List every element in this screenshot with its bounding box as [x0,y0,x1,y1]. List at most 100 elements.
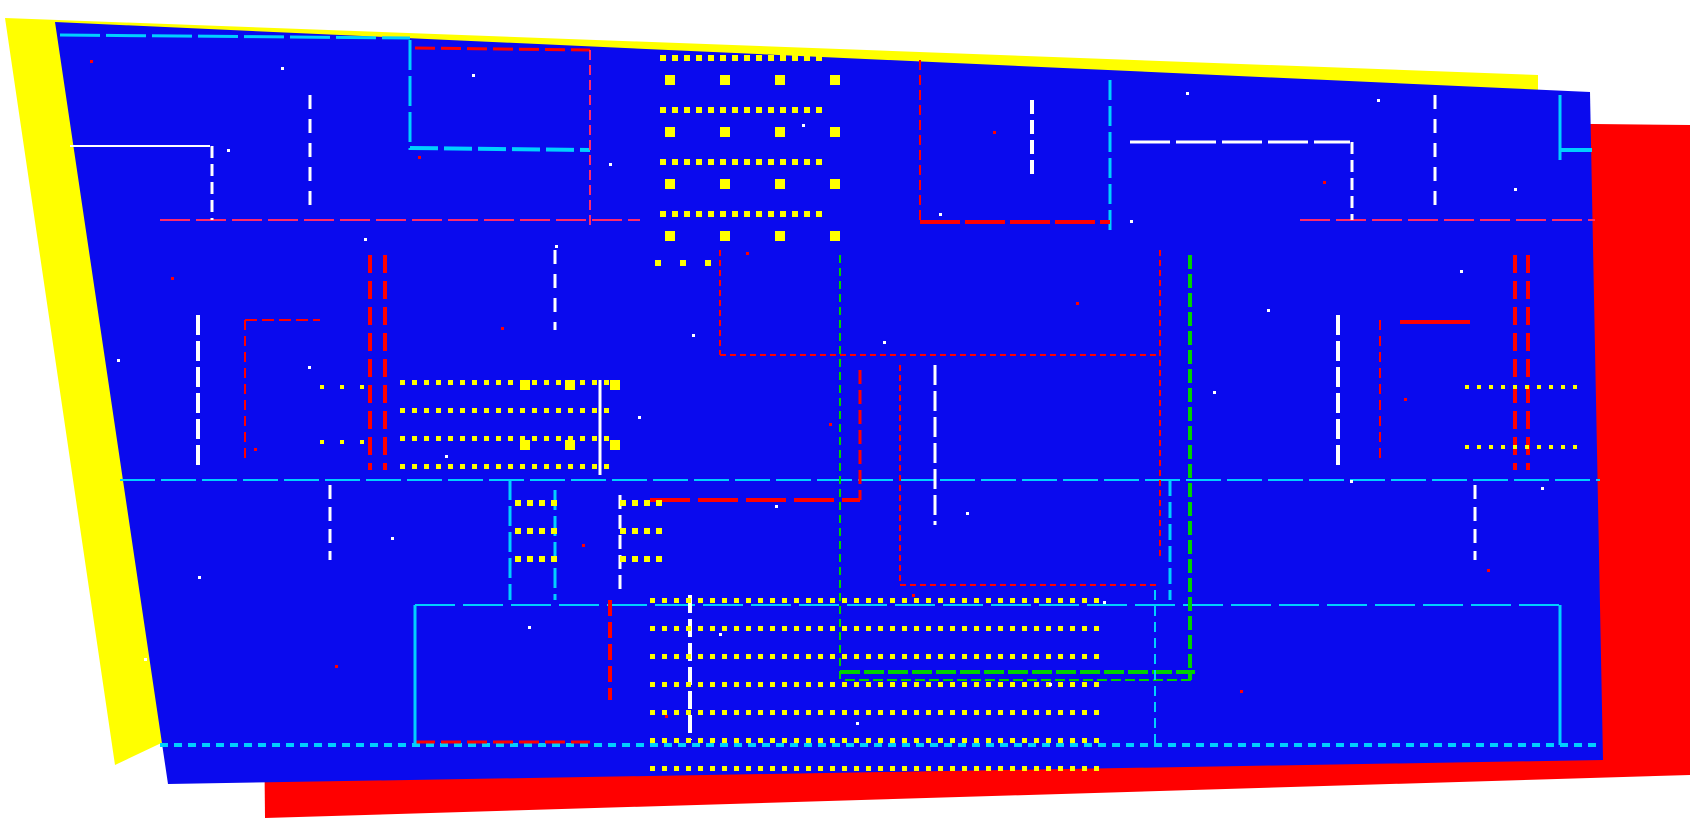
speck [1049,683,1052,686]
yellow-dot [732,159,738,165]
yellow-dot [758,654,763,659]
yellow-dot [902,654,907,659]
yellow-dot [854,598,859,603]
yellow-dot [424,408,429,413]
yellow-dot [696,211,702,217]
yellow-dot [1094,598,1099,603]
speck [1350,480,1353,483]
yellow-dot [684,211,690,217]
speck [912,594,915,597]
yellow-dot [686,598,691,603]
yellow-dot [1082,598,1087,603]
line-overlay [59,33,1600,747]
yellow-dot [1082,626,1087,631]
dot-overlay [90,55,1577,771]
yellow-dot [878,626,883,631]
yellow-dot [854,738,859,743]
yellow-dot [1070,626,1075,631]
yellow-dot [792,211,798,217]
yellow-dot [770,682,775,687]
yellow-dot [460,380,465,385]
yellow-dot [1010,626,1015,631]
yellow-dot [1094,682,1099,687]
speck [638,416,641,419]
yellow-dot [1070,654,1075,659]
yellow-dot [592,380,597,385]
yellow-dot [818,598,823,603]
yellow-dot [998,598,1003,603]
speck [582,544,585,547]
speck [1514,188,1517,191]
yellow-dot [674,738,679,743]
yellow-dot [722,598,727,603]
yellow-dot [1034,766,1039,771]
yellow-dot [744,211,750,217]
speck [418,156,421,159]
yellow-cluster [775,127,785,137]
yellow-dot [472,464,477,469]
yellow-dot [656,556,662,562]
yellow-dot [400,436,405,441]
yellow-cluster [775,75,785,85]
yellow-dot [696,107,702,113]
yellow-dot [532,436,537,441]
yellow-dot [1022,682,1027,687]
speck [1487,569,1490,572]
yellow-dot [1094,626,1099,631]
yellow-dot [866,682,871,687]
yellow-dot [914,598,919,603]
yellow-dot [914,682,919,687]
yellow-dot [804,159,810,165]
yellow-dot [950,598,955,603]
speck [1377,99,1380,102]
yellow-dot [662,598,667,603]
yellow-dot [722,710,727,715]
yellow-dot [890,654,895,659]
yellow-dot [1034,626,1039,631]
yellow-dot [974,654,979,659]
speck [308,366,311,369]
yellow-dot [854,766,859,771]
yellow-dot [902,598,907,603]
yellow-dot [816,159,822,165]
yellow-dot [662,766,667,771]
yellow-dot [854,682,859,687]
yellow-dot [472,436,477,441]
yellow-dot [1082,766,1087,771]
yellow-dot [1010,598,1015,603]
yellow-dot [768,107,774,113]
yellow-dot [1010,766,1015,771]
yellow-dot [770,738,775,743]
yellow-dot [620,500,626,506]
yellow-dot [496,408,501,413]
yellow-dot [722,738,727,743]
yellow-cluster [610,440,620,450]
yellow-dot [650,626,655,631]
yellow-dot [708,211,714,217]
yellow-dot [866,738,871,743]
yellow-dot [539,556,545,562]
yellow-dot [902,682,907,687]
yellow-dot [520,464,525,469]
yellow-dot [782,598,787,603]
yellow-dot [804,55,810,61]
yellow-dot [1046,626,1051,631]
yellow-dot [806,626,811,631]
speck [1130,220,1133,223]
speck [1213,391,1216,394]
yellow-dot [472,408,477,413]
yellow-dot [632,556,638,562]
yellow-dot [436,464,441,469]
speck [227,149,230,152]
yellow-dot [758,682,763,687]
yellow-dot [484,464,489,469]
yellow-dot [1058,766,1063,771]
yellow-dot [818,710,823,715]
yellow-dot [508,380,513,385]
yellow-dot [962,766,967,771]
yellow-dot [792,107,798,113]
yellow-dot [532,408,537,413]
yellow-dot [508,436,513,441]
yellow-dot [696,55,702,61]
yellow-dot [460,436,465,441]
